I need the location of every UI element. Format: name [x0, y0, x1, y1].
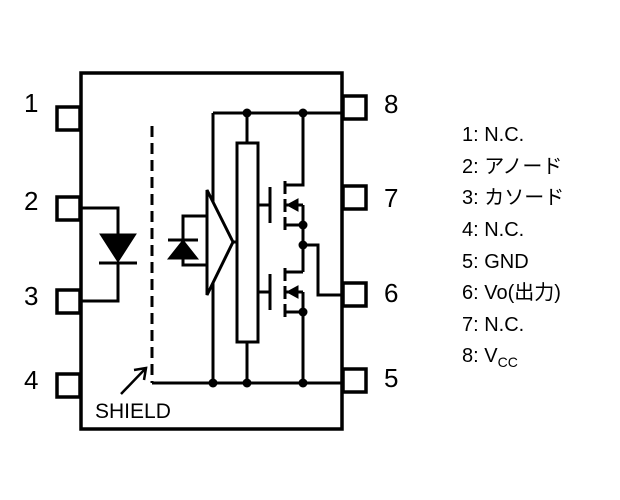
junction-dot [298, 307, 308, 317]
pin-8-number: 8 [384, 89, 398, 119]
legend-item: 3: カソード [462, 187, 564, 209]
led-emitter [80, 206, 137, 303]
junction-dot [208, 378, 218, 388]
pin-6-pad [341, 281, 368, 308]
legend-item: 5: GND [462, 251, 529, 273]
amplifier [205, 189, 235, 296]
pin-1-number: 1 [24, 88, 38, 118]
internal-block [235, 141, 260, 344]
pin-2-number: 2 [24, 186, 38, 216]
pin-legend: 1: N.C. 2: アノード 3: カソード 4: N.C. 5: GND 6… [462, 124, 564, 370]
pin-8-pad [341, 94, 368, 121]
legend-item: 7: N.C. [462, 314, 524, 336]
pin-4-number: 4 [24, 365, 38, 395]
legend-item-vcc-subscript: CC [498, 354, 518, 370]
photodiode [166, 214, 209, 267]
legend-item: 4: N.C. [462, 219, 524, 241]
output-wire [303, 243, 343, 297]
pin-5-number: 5 [384, 363, 398, 393]
pin-6-number: 6 [384, 278, 398, 308]
lower-mosfet [258, 268, 305, 383]
pin-3-number: 3 [24, 281, 38, 311]
legend-item: 2: アノード [462, 156, 562, 178]
junction-dot [242, 378, 252, 388]
junction-dot [298, 220, 308, 230]
junction-dot [298, 108, 308, 118]
shield-arrow [120, 366, 148, 395]
pin-7-number: 7 [384, 183, 398, 213]
pin-1-pad [55, 105, 82, 132]
legend-item: 1: N.C. [462, 124, 524, 146]
junction-dot [298, 378, 308, 388]
pin-2-pad [55, 195, 82, 222]
shield-label: SHIELD [95, 400, 171, 423]
junction-dot [298, 240, 308, 250]
pin-5-pad [341, 367, 368, 394]
pin-4-pad [55, 372, 82, 399]
upper-mosfet [258, 113, 305, 272]
legend-item-vcc: 8: VCC [462, 345, 518, 370]
legend-item-vcc-main: 8: V [462, 345, 498, 367]
legend-item: 6: Vo(出力) [462, 281, 561, 304]
pin-7-pad [341, 184, 368, 211]
junction-dot [242, 108, 252, 118]
pin-3-pad [55, 288, 82, 315]
